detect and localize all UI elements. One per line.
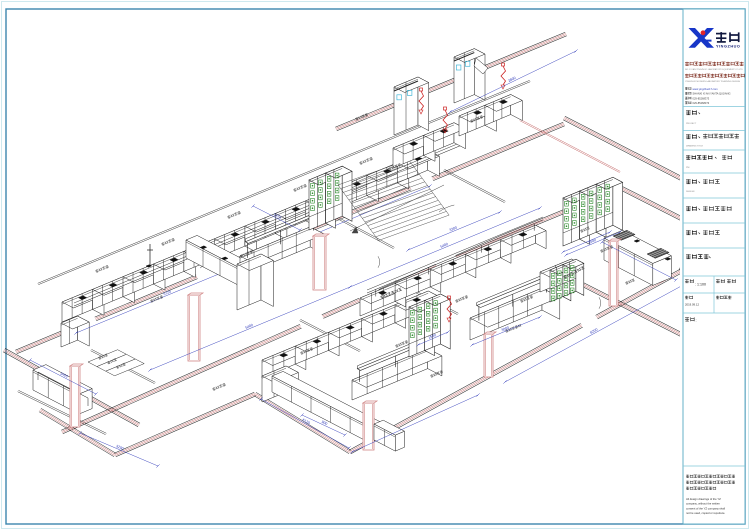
svg-text:YINGZHUO MODERN LABORATORY PLA: YINGZHUO MODERN LABORATORY PLANNING DESI…	[685, 80, 741, 83]
svg-text:029-85268373: 029-85268373	[693, 96, 710, 100]
svg-text:5720: 5720	[163, 290, 172, 297]
svg-text:DRAWING TITLE: DRAWING TITLE	[686, 145, 704, 148]
svg-text:DESIGN: DESIGN	[686, 191, 695, 193]
svg-text:NO.1 XI AN YINGZHUO LABORATORY: NO.1 XI AN YINGZHUO LABORATORY EQUIPMENT…	[685, 68, 743, 71]
svg-text:All design drawings of the YZ: All design drawings of the YZ	[686, 497, 721, 501]
svg-text:PM: PM	[686, 167, 689, 169]
svg-text:: 1:100: : 1:100	[695, 283, 706, 287]
svg-text:900: 900	[321, 420, 328, 426]
svg-text:5400: 5400	[245, 323, 254, 330]
svg-text:2019.09.12: 2019.09.12	[685, 303, 699, 307]
svg-text:2800: 2800	[508, 76, 517, 83]
svg-text:6120: 6120	[302, 418, 311, 425]
svg-text:8200: 8200	[589, 327, 598, 334]
svg-text:YINGZHUO: YINGZHUO	[716, 45, 740, 49]
svg-text:5470: 5470	[273, 212, 282, 219]
svg-text:5400: 5400	[440, 242, 449, 249]
svg-text:company, without the written: company, without the written	[686, 502, 720, 506]
svg-text::: :	[696, 318, 697, 323]
svg-text:PROJECT: PROJECT	[686, 123, 697, 125]
svg-text:3200: 3200	[115, 444, 124, 451]
svg-text:not be used, copied or repoduc: not be used, copied or repoduce.	[686, 511, 726, 515]
svg-text:3400: 3400	[60, 371, 69, 378]
svg-text:consent of the YZ company shal: consent of the YZ company shall	[686, 506, 725, 510]
svg-text:3200: 3200	[449, 226, 458, 233]
svg-text:3000: 3000	[501, 326, 510, 333]
svg-text:SHANXI XI AN YANTA QUJIANG: SHANXI XI AN YANTA QUJIANG	[693, 92, 731, 96]
svg-text:2000: 2000	[588, 238, 597, 245]
svg-text:1500: 1500	[428, 333, 437, 340]
svg-text:www.yingzhuo17.com: www.yingzhuo17.com	[693, 87, 718, 91]
svg-text:029-85268373: 029-85268373	[693, 101, 710, 105]
